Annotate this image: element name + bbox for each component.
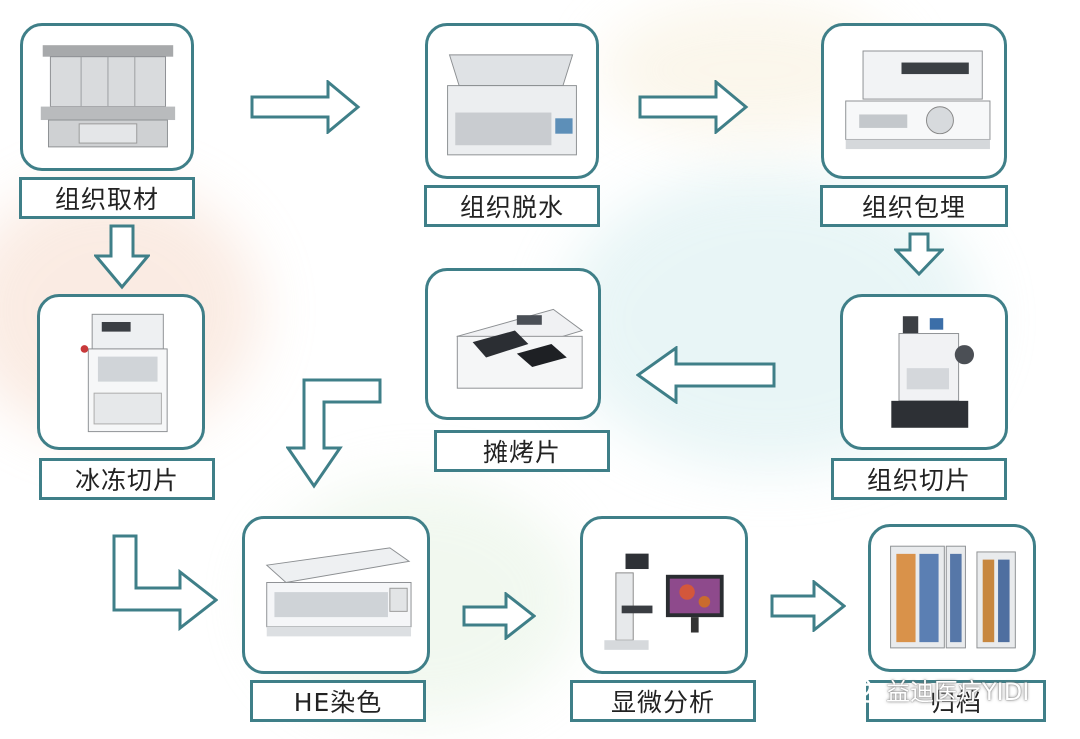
stainer-icon [265,547,412,637]
arrow-staining-to-microscopy [462,592,536,640]
node-label-sectioning: 组织切片 [831,458,1007,500]
watermark-text: 益迪医疗YIDI [886,678,1030,706]
embedding-center-image [821,23,1007,179]
microscope-image [580,516,748,674]
arrow-embedding-to-sectioning [894,232,944,276]
node-label-drying: 摊烤片 [434,430,610,472]
wechat-icon [842,675,881,703]
slide-warmer-image [425,268,601,420]
microtome-image [840,294,1008,450]
arrow-drying-to-staining [286,378,382,489]
archive-cabinet-image [868,524,1036,672]
node-label-microscopy: 显微分析 [570,680,756,722]
cryostat-image [37,294,205,450]
stainer-image [242,516,430,674]
node-label-staining: HE染色 [250,680,426,722]
tissue-processor-icon [447,54,577,156]
arrow-grossing-to-frozen [94,224,150,290]
microscope-icon [604,553,724,650]
archive-cabinet-icon [890,545,1016,649]
arrow-frozen-to-staining [112,534,218,632]
cryostat-icon [80,313,168,433]
node-label-dehydration: 组织脱水 [424,185,600,227]
node-label-grossing: 组织取材 [19,177,195,219]
node-label-frozen: 冰冻切片 [39,458,215,500]
arrow-microscopy-to-archive [770,580,846,632]
grossing-station-icon [40,45,176,148]
node-label-embedding: 组织包埋 [820,185,1008,227]
arrow-sectioning-to-drying [636,346,776,404]
microtome-icon [891,316,974,428]
tissue-processor-image [425,23,599,179]
arrow-dehydration-to-embedding [638,80,749,134]
embedding-center-icon [845,50,991,150]
node-label-archive: 归档 [866,680,1046,722]
slide-warmer-icon [456,308,584,389]
arrow-grossing-to-dehydration [250,80,361,134]
grossing-station-image [20,23,194,171]
watermark: 益迪医疗YIDI [842,672,1029,707]
